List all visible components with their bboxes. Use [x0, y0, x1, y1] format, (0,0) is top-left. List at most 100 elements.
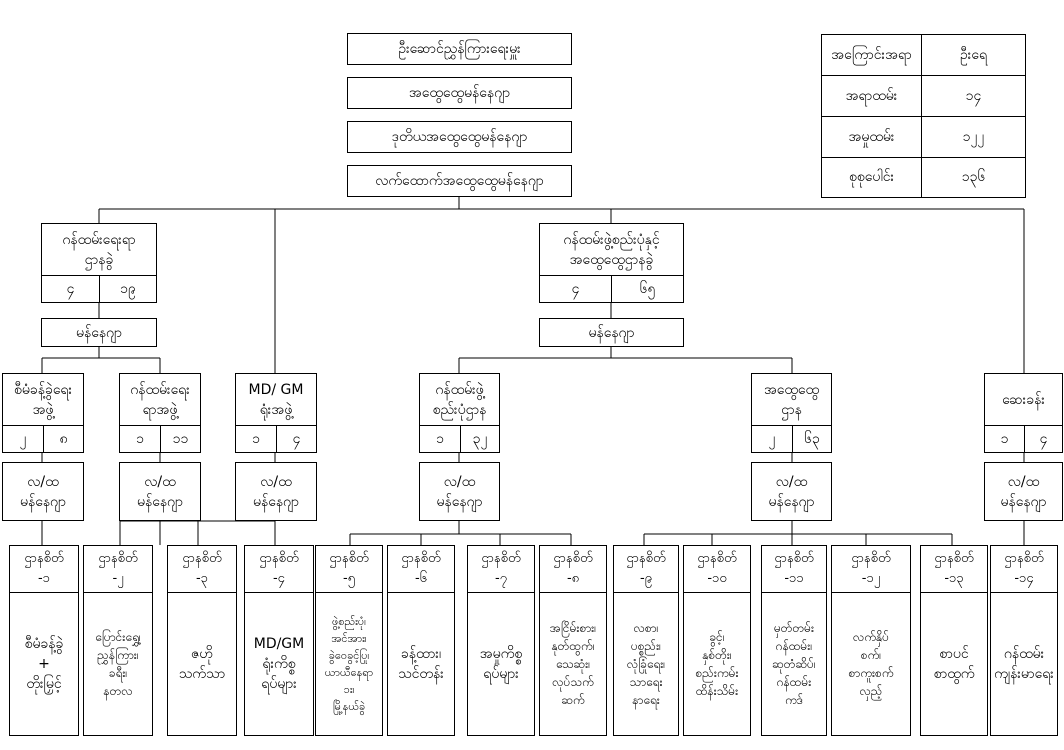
- section-duty-line: မှတ်တမ်း: [773, 621, 815, 635]
- section-duty-line: ရပ်များ: [483, 666, 519, 682]
- section-duty-line: တိုးမြှင့်: [26, 676, 62, 692]
- section-duties: လစာ၊ပစ္စည်း၊လုံခြုံရေး၊သာရေးနာရေး: [613, 592, 679, 736]
- department-officer-count: ၁: [419, 425, 461, 453]
- division-title-line2: အထွေထွေဌာနခွဲ: [569, 251, 654, 268]
- division-manager-title: မန်နေဂျာ: [75, 324, 123, 341]
- department-officer-count: ၁: [984, 425, 1025, 453]
- manager-line2: မန်နေဂျာ: [436, 493, 483, 510]
- section-number: -၉: [639, 571, 652, 586]
- section-number: -၁၀: [707, 571, 727, 586]
- table-row-value: ၁၄: [922, 76, 1025, 117]
- section-duty-line: သေဆုံး၊: [555, 657, 591, 671]
- division-manager-box: မန်နေဂျာ: [41, 318, 157, 347]
- section-duty-line: ခန့်ထား၊: [400, 646, 442, 662]
- department-staff-count: ၁၁: [160, 425, 201, 453]
- deputy-general-manager-title: ဒုတိယအထွေထွေမန်နေဂျာ: [391, 129, 528, 145]
- section-duty-line: ၁း၊: [343, 683, 355, 696]
- section-duty-line: +: [38, 656, 50, 672]
- department-manager-box: လ/ထ မန်နေဂျာ: [2, 462, 84, 521]
- section-duty-line: လုံခြုံရေး၊: [626, 657, 666, 671]
- section-duty-line: ဂန်ထမ်း၊: [775, 639, 813, 653]
- department-box: ဂန်ထမ်းရေး ရာအဖွဲ့: [119, 373, 201, 426]
- section-duty-line: ပြောင်းရွှေ့၊: [95, 630, 141, 644]
- section-duty-line: အမှုကိစ္စ: [479, 646, 523, 662]
- section-number: -၅: [342, 571, 355, 586]
- section-duty-line: နုတ်ထွက်၊: [551, 639, 595, 653]
- section-header-label: ဌာနစိတ်: [697, 551, 737, 566]
- department-staff-count: ၆၃: [792, 425, 832, 453]
- section-duty-line: နှစ်တိုး၊: [702, 648, 732, 662]
- table-row-value: ၁၃၆: [961, 169, 986, 185]
- section-duty-line: အင်အား၊: [331, 632, 367, 645]
- manager-line2: မန်နေဂျာ: [768, 493, 815, 510]
- department-title-line2: အဖွဲ့: [32, 401, 54, 418]
- department-title-line1: စီမံခန့်ခွဲရေး: [13, 381, 73, 398]
- section-duty-line: လုပ်သက်: [552, 675, 594, 689]
- department-officer-count: ၁: [235, 425, 277, 453]
- section-duty-line: ကျန်းမာရေး: [994, 666, 1054, 682]
- section-duty-line: စာကူးစက်: [848, 666, 894, 680]
- section-header: ဌာနစိတ် -၁၀: [683, 545, 751, 593]
- general-manager-box: အထွေထွေမန်နေဂျာ: [347, 77, 572, 109]
- section-header-label: ဌာနစိတ်: [259, 551, 299, 566]
- department-manager-box: လ/ထ မန်နေဂျာ: [419, 462, 500, 521]
- department-title-line1: ဂန်ထမ်းရေး: [130, 381, 190, 398]
- section-header-label: ဌာနစိတ်: [329, 551, 369, 566]
- section-duty-line: ခွင့်၊: [709, 630, 725, 644]
- section-header: ဌာနစိတ်-၉: [613, 545, 679, 593]
- department-staff-count: ၈: [43, 425, 84, 453]
- department-title-line2: ရုံးအဖွဲ့: [259, 401, 293, 418]
- section-duty-line: ဂန်ထမ်း: [776, 675, 812, 689]
- assistant-general-manager-box: လက်ထောက်အထွေထွေမန်နေဂျာ: [347, 165, 572, 197]
- section-duties: ဂန်ထမ်းကျန်းမာရေး: [990, 592, 1058, 736]
- table-row-label: စုစုပေါင်း: [822, 158, 922, 197]
- section-duty-line: ညွှန်ကြား၊: [97, 648, 139, 662]
- department-manager-box: လ/ထ မန်နေဂျာ: [119, 462, 201, 521]
- section-duties: ဇဟိုသက်သာ: [167, 592, 237, 736]
- section-header: ဌာနစိတ်-၁၃: [920, 545, 988, 593]
- section-duties: ခွင့်၊နှစ်တိုး၊စည်းကမ်းထိန်းသိမ်း: [683, 592, 751, 736]
- section-header: ဌာနစိတ်-၈: [539, 545, 607, 593]
- section-header: ဌာနစိတ်-၃: [167, 545, 237, 593]
- section-duties: မှတ်တမ်းဂန်ထမ်း၊ဆုတံဆိပ်၊ဂန်ထမ်းကဒ်: [761, 592, 827, 736]
- table-row-value: ၁၂၂: [922, 117, 1025, 158]
- section-header: ဌာနစိတ် -၄: [244, 545, 314, 593]
- department-staff-count: ၄: [1024, 425, 1063, 453]
- manager-line2: မန်နေဂျာ: [1000, 493, 1047, 510]
- section-duty-line: ဆက်: [561, 693, 585, 707]
- section-duty-line: သင်တန်း: [398, 666, 444, 682]
- section-number: -၁၁: [784, 571, 804, 586]
- section-duty-line: ဖွဲ့စည်းပုံ၊: [332, 615, 366, 628]
- manager-line2: မန်နေဂျာ: [19, 493, 67, 510]
- section-duty-line: စက်၊: [860, 648, 882, 662]
- division-box-left: ဂန်ထမ်းရေးရာ ဌာနခွဲ: [41, 223, 157, 276]
- department-officer-count: ၂: [2, 425, 44, 453]
- section-header-label: ဌာနစိတ်: [98, 551, 138, 566]
- section-duty-line: ထိန်းသိမ်း: [695, 684, 739, 698]
- department-manager-box: လ/ထ မန်နေဂျာ: [984, 462, 1063, 521]
- section-duty-line: အငြိမ်းစား၊: [549, 621, 597, 635]
- section-header: ဌာနစိတ် -၅: [315, 545, 383, 593]
- department-box: MD/ GM ရုံးအဖွဲ့: [235, 373, 317, 426]
- section-duty-line: ကဒ်: [785, 693, 803, 707]
- assistant-general-manager-title: လက်ထောက်အထွေထွေမန်နေဂျာ: [375, 173, 544, 189]
- section-header: ဌာနစိတ် -၁၄: [990, 545, 1058, 593]
- division-officer-count: ၄: [41, 275, 100, 303]
- section-duty-line: လှည့်: [859, 684, 883, 698]
- section-header-label: ဌာနစိတ်: [182, 551, 222, 566]
- section-number: -၄: [272, 571, 285, 586]
- section-duty-line: နာရေး: [632, 693, 660, 707]
- department-box: ဂန်ထမ်းဖွဲ့ စည်းပုံဌာန: [419, 373, 500, 426]
- section-duty-line: စည်းကမ်း: [695, 666, 739, 680]
- section-duties: ပြောင်းရွှေ့၊ညွှန်ကြား၊ခရီး၊နတလ: [83, 592, 153, 736]
- section-header-label: ဌာနစိတ်: [1004, 551, 1044, 566]
- department-box: အထွေထွေ ဌာန: [751, 373, 832, 426]
- section-header: ဌာနစိတ်-၁၁: [761, 545, 827, 593]
- section-duty-line: သက်သာ: [178, 666, 226, 682]
- section-number: -၁၄: [1014, 571, 1034, 586]
- division-staff-count: ၆၅: [611, 275, 684, 303]
- section-number: -၁၂: [861, 571, 881, 586]
- manager-line1: လ/ထ: [27, 473, 59, 490]
- manager-line2: မန်နေဂျာ: [136, 493, 184, 510]
- section-duty-line: စာပင်: [939, 646, 969, 662]
